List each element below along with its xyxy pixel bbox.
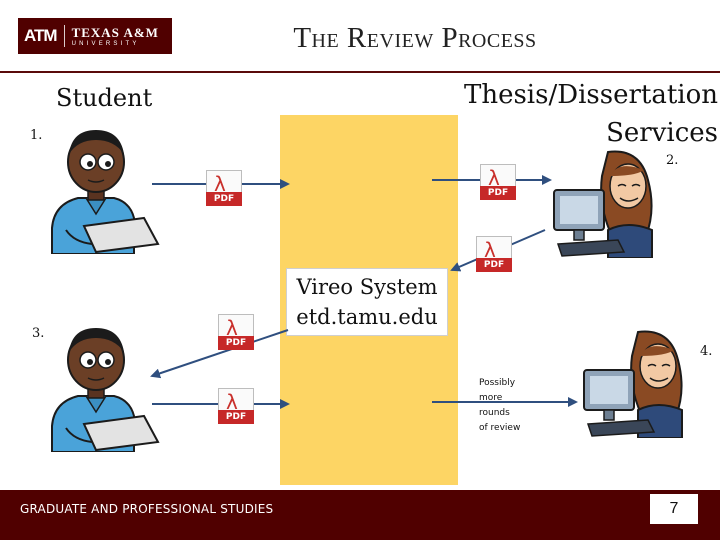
pdf-glyph: λ — [484, 238, 496, 262]
pdf-file-icon: λ PDF — [218, 314, 254, 358]
pdf-tag: PDF — [218, 410, 254, 424]
logo-line1: TEXAS A&M — [71, 24, 159, 40]
pdf-glyph: λ — [226, 390, 238, 414]
logo-wordmark: TEXAS A&M UNIVERSITY — [72, 26, 159, 47]
footer-bar — [0, 490, 720, 540]
services-label-line1: Thesis/Dissertation — [463, 80, 718, 110]
note-line: more — [479, 393, 503, 403]
pdf-file-icon: λ PDF — [480, 164, 516, 208]
logo-divider — [63, 25, 65, 47]
slide-title: The Review Process — [293, 22, 537, 54]
pdf-tag: PDF — [206, 192, 242, 206]
services-label: Thesis/Dissertation Services — [450, 76, 718, 152]
reviewer-computer-icon — [553, 150, 653, 258]
logo-mark: ATM — [24, 26, 58, 45]
student-laptop-icon — [51, 328, 160, 452]
footer-text: GRADUATE AND PROFESSIONAL STUDIES — [20, 502, 274, 516]
review-rounds-note: Possibly more rounds of review — [479, 376, 520, 436]
pdf-tag: PDF — [480, 186, 516, 200]
step-4: 4. — [700, 344, 713, 359]
pdf-file-icon: λ PDF — [476, 236, 512, 280]
reviewer-computer-icon — [583, 330, 683, 438]
services-label-line2: Services — [606, 118, 718, 148]
texas-am-logo: ATM TEXAS A&M UNIVERSITY — [18, 18, 172, 54]
pdf-tag: PDF — [218, 336, 254, 350]
student-label: Student — [56, 84, 153, 112]
note-line: of review — [479, 423, 521, 433]
arrow-icon — [150, 329, 289, 379]
pdf-file-icon: λ PDF — [206, 170, 242, 214]
step-2: 2. — [666, 153, 679, 168]
vireo-system-box: Vireo System etd.tamu.edu — [286, 268, 448, 336]
student-laptop-icon — [51, 130, 160, 254]
pdf-glyph: λ — [226, 316, 238, 340]
note-line: rounds — [479, 408, 510, 418]
step-1: 1. — [30, 128, 43, 143]
logo-line2: UNIVERSITY — [71, 40, 140, 47]
pdf-tag: PDF — [476, 258, 512, 272]
pdf-glyph: λ — [214, 172, 226, 196]
pdf-glyph: λ — [488, 166, 500, 190]
page-number: 7 — [650, 494, 698, 524]
step-3: 3. — [32, 326, 45, 341]
vireo-title: Vireo System — [296, 275, 438, 299]
vireo-url: etd.tamu.edu — [296, 305, 438, 329]
pdf-file-icon: λ PDF — [218, 388, 254, 432]
title-divider — [0, 71, 720, 73]
note-line: Possibly — [479, 378, 516, 388]
